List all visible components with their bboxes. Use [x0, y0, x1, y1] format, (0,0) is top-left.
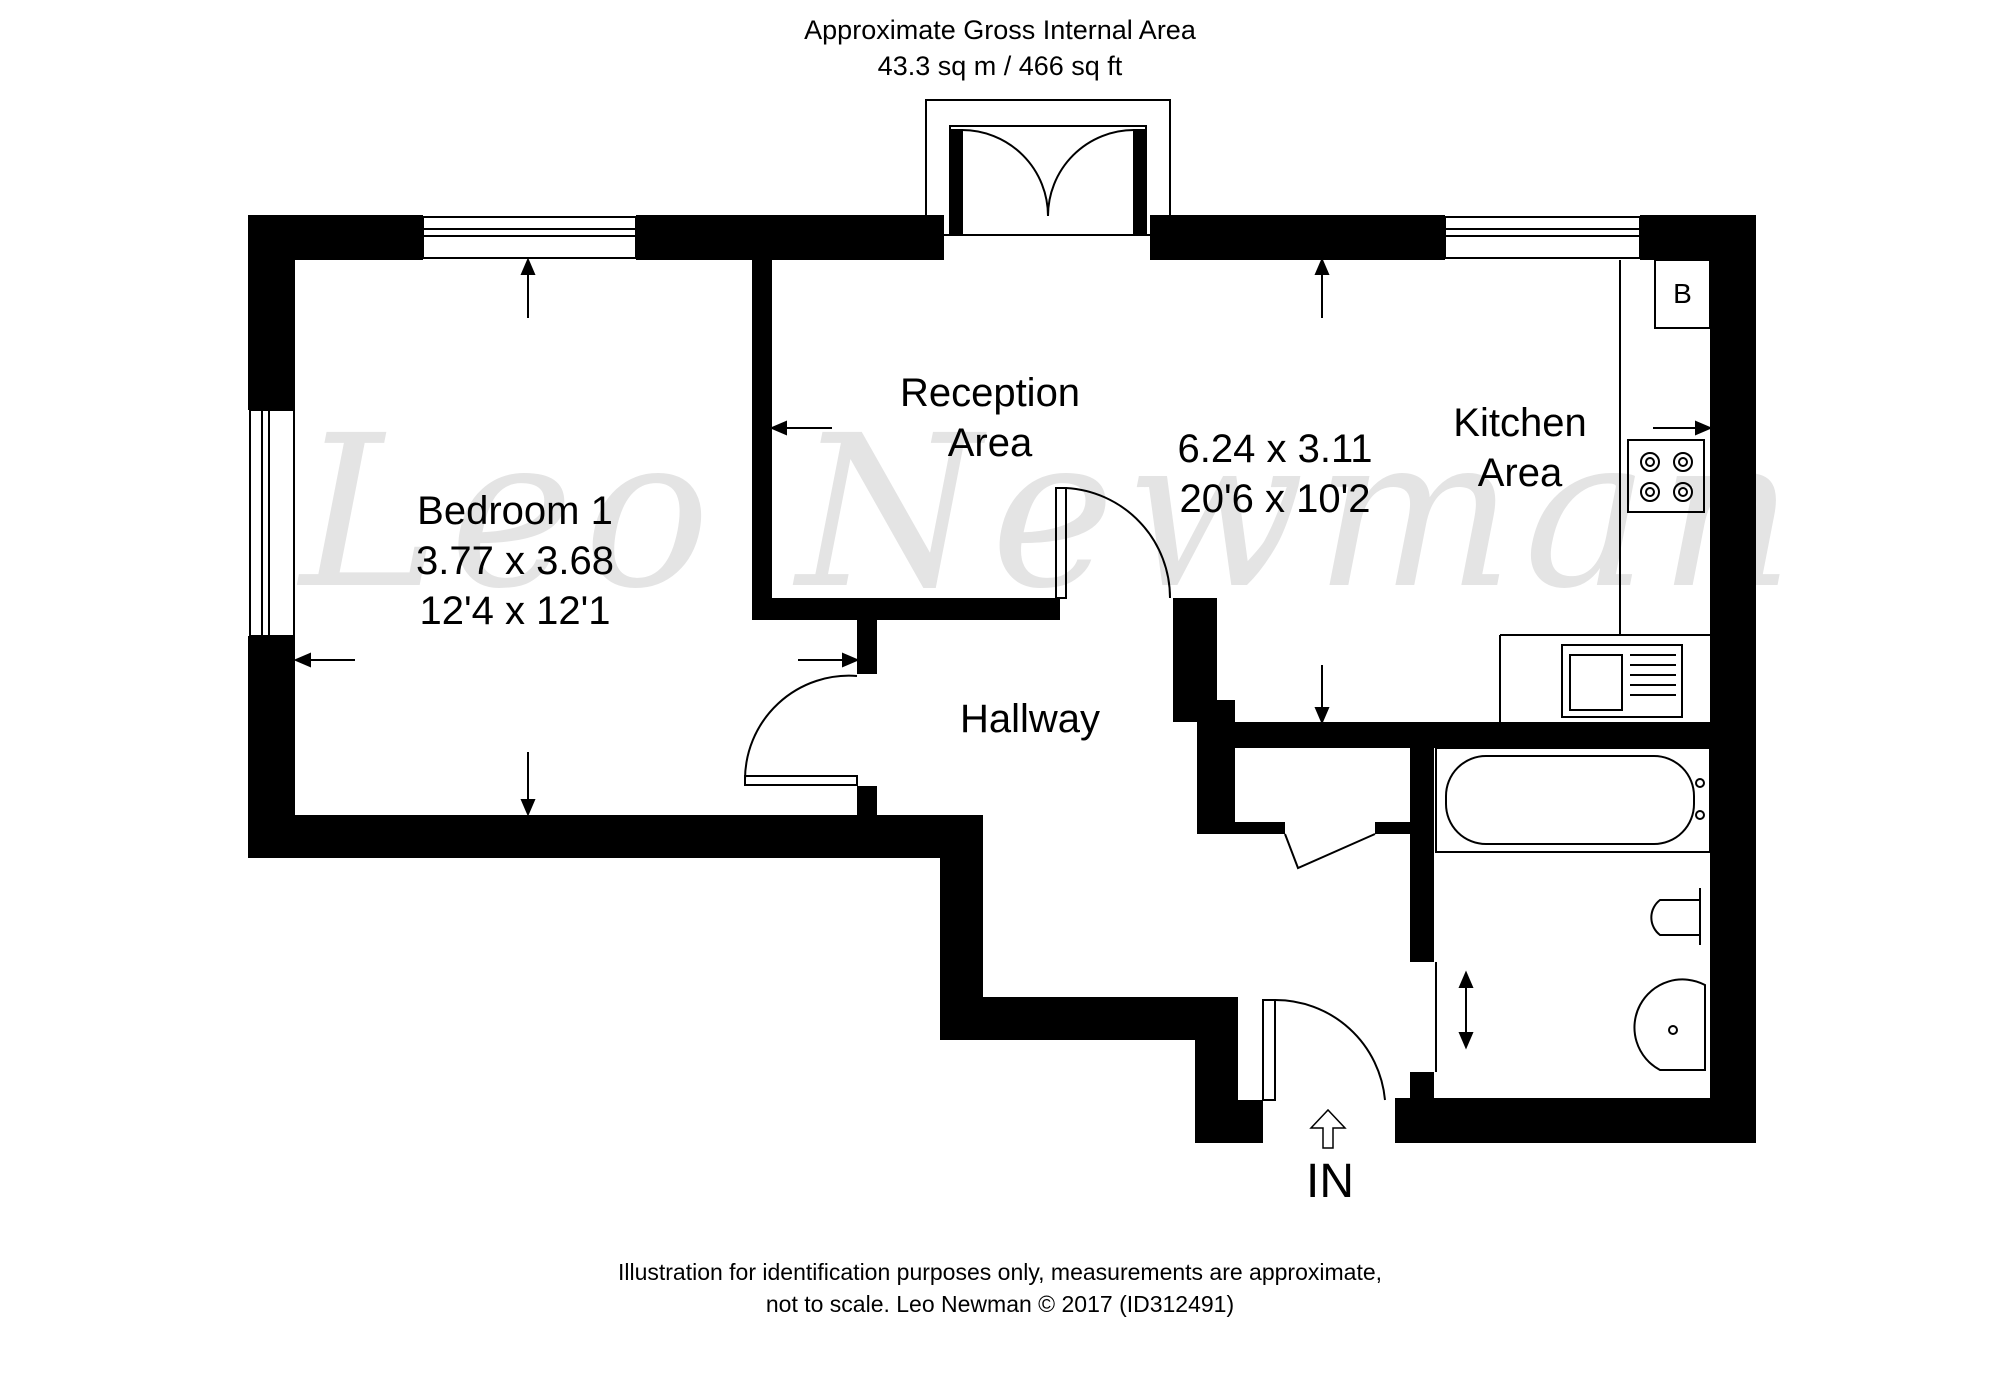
kitchen-fittings: [1499, 259, 1711, 722]
living-imperial-dims: 20'6 x 10'2: [1179, 477, 1371, 521]
entrance-arrow: [1309, 1108, 1347, 1149]
bathroom-fittings: [1435, 747, 1711, 1071]
bathtub: [1435, 747, 1711, 853]
disclaimer-line2: not to scale. Leo Newman © 2017 (ID31249…: [765, 1291, 1235, 1317]
boiler-label: B: [1673, 278, 1692, 309]
entrance-left-jamb: [1195, 1100, 1263, 1143]
bedroom-side-window: [249, 409, 295, 637]
hob: [1627, 439, 1705, 513]
bedroom-top-wall-right: [636, 215, 944, 260]
disclaimer-line1: Illustration for identification purposes…: [617, 1259, 1383, 1285]
store-door-stub-left: [1235, 822, 1285, 834]
windows: [249, 216, 1641, 637]
kitchen-bottom-wall: [1197, 722, 1712, 748]
hallway-door-jamb-top: [857, 618, 877, 674]
hallway-lower-wall: [940, 997, 1195, 1040]
french-doors: [925, 99, 1171, 236]
walls: [248, 215, 1756, 1143]
bathroom-left-wall: [1410, 740, 1434, 962]
reception-left-wall: [752, 260, 772, 618]
store-door-stub-right: [1375, 822, 1410, 834]
kitchen-label-line2: Area: [1477, 451, 1563, 495]
right-outer-wall: [1710, 215, 1756, 1143]
reception-label-line2: Area: [947, 421, 1033, 465]
bedroom-name: Bedroom 1: [417, 489, 613, 533]
hallway-label: Hallway: [959, 697, 1101, 741]
bedroom-bottom-wall: [248, 815, 858, 858]
washbasin: [1633, 978, 1706, 1071]
doors: [743, 487, 1437, 1101]
area-value: 43.3 sq m / 466 sq ft: [877, 51, 1123, 81]
kitchen-label-line1: Kitchen: [1453, 401, 1587, 445]
bedroom-left-wall-upper: [248, 215, 295, 410]
bedroom-imperial-dims: 12'4 x 12'1: [419, 589, 611, 633]
reception-bottom-wall: [752, 598, 1060, 620]
bedroom-top-window: [422, 216, 637, 259]
living-metric-dims: 6.24 x 3.11: [1177, 427, 1373, 471]
kitchen-sink: [1561, 644, 1683, 718]
toilet: [1650, 888, 1701, 945]
kitchen-top-wall-left: [1150, 215, 1445, 260]
kitchen-top-window: [1444, 216, 1641, 259]
dimension-arrows: [293, 257, 1713, 1050]
store-left-wall: [1197, 700, 1235, 834]
hallway-door-jamb-bottom: [857, 786, 877, 818]
bathroom-bottom-wall: [1395, 1098, 1756, 1143]
reception-label-line1: Reception: [899, 371, 1081, 415]
area-title: Approximate Gross Internal Area: [804, 15, 1196, 45]
boiler-cupboard: [1654, 259, 1711, 329]
bedroom-metric-dims: 3.77 x 3.68: [416, 539, 614, 583]
entrance-label: IN: [1306, 1155, 1354, 1208]
watermark-logo: Leo Newman: [300, 390, 1805, 635]
